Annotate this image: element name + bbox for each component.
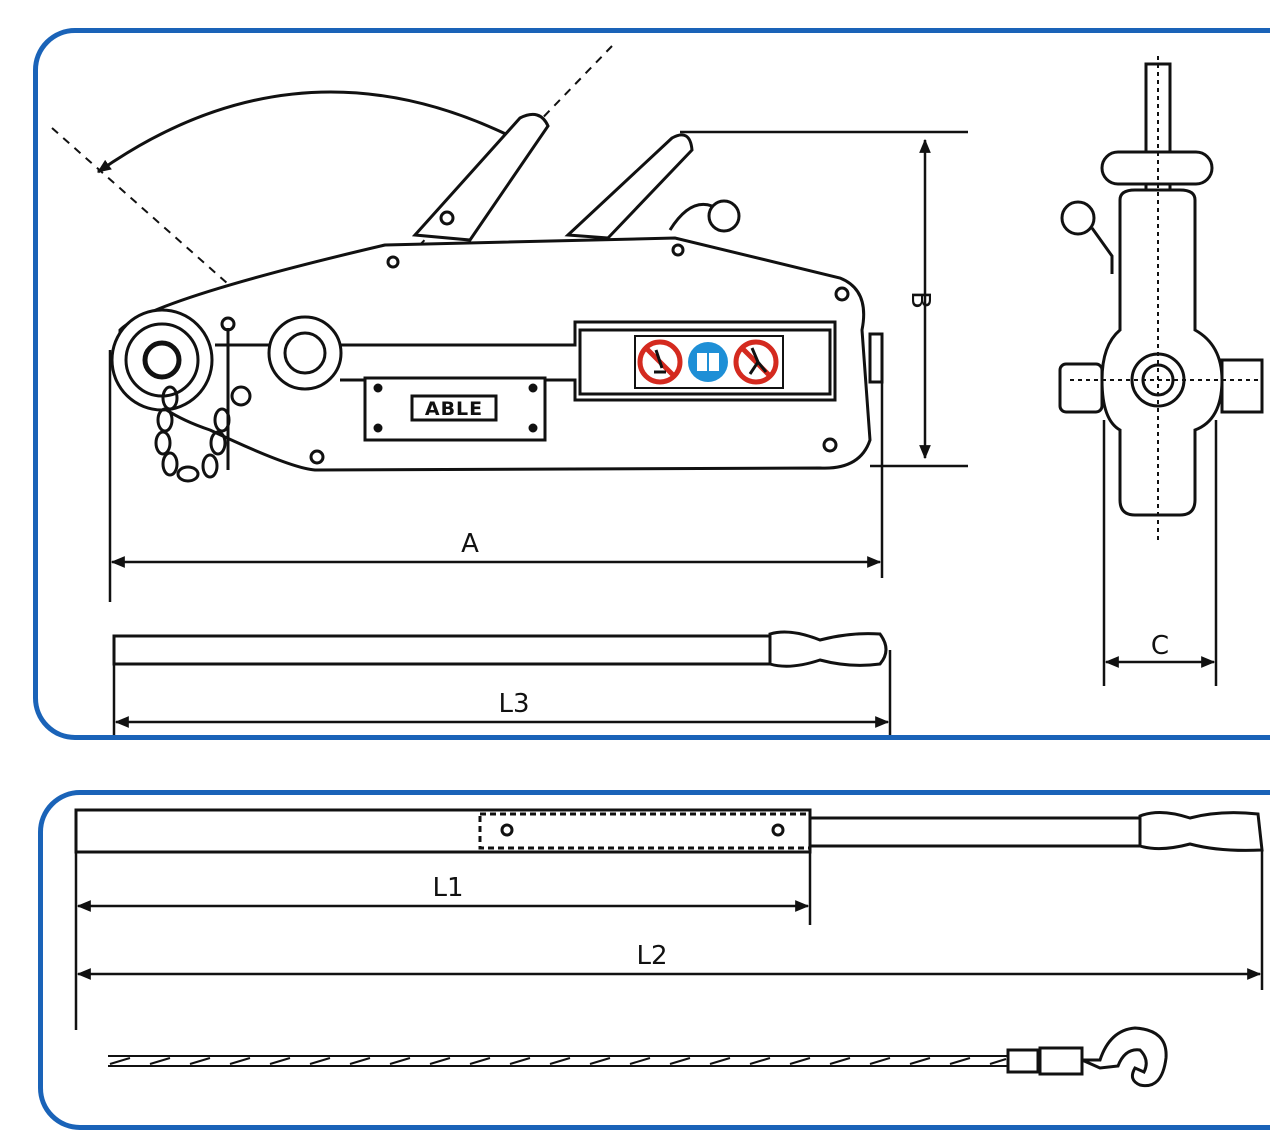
short-handle (112, 630, 888, 668)
forward-lever (411, 112, 550, 242)
telescopic-handle (74, 808, 1264, 854)
hoist-front-view (1058, 62, 1264, 517)
rope-hook-icon (1006, 1026, 1168, 1088)
dimension-a (108, 350, 884, 602)
lever-swing-arc (97, 90, 520, 174)
reverse-lever (564, 133, 694, 240)
body-channel (215, 320, 837, 402)
nameplate-logo: ABLE (425, 398, 483, 420)
dimension-c (1102, 420, 1218, 686)
dimension-b (680, 130, 968, 468)
no-stand-under-sign-icon (733, 339, 779, 385)
cable-inlet (267, 315, 343, 391)
read-manual-sign-icon (688, 342, 728, 382)
dimension-l2-label: L2 (636, 941, 667, 971)
wire-rope (108, 1055, 1010, 1067)
release-handle (668, 203, 713, 231)
no-climbing-sign-icon (637, 339, 683, 385)
anchor-chain (154, 385, 231, 483)
dimension-b-label: B (905, 291, 935, 309)
dimension-c-label: C (1151, 631, 1169, 661)
front-view-centerlines (1070, 56, 1260, 540)
hoist-body (118, 236, 872, 472)
handle-overlap-zone (478, 812, 812, 850)
nameplate (363, 376, 547, 442)
dimension-l1-label: L1 (432, 873, 463, 903)
dimension-a-label: A (461, 529, 479, 559)
dimension-l1 (74, 852, 812, 1030)
dimension-l3-label: L3 (498, 689, 529, 719)
hoist-side-view (51, 45, 884, 483)
swing-dash-line-left (51, 127, 281, 331)
dimension-l2 (76, 850, 1264, 990)
dimension-l3 (112, 650, 892, 735)
hoist-technical-drawing: ABLE B A L3 (51, 45, 1264, 1088)
